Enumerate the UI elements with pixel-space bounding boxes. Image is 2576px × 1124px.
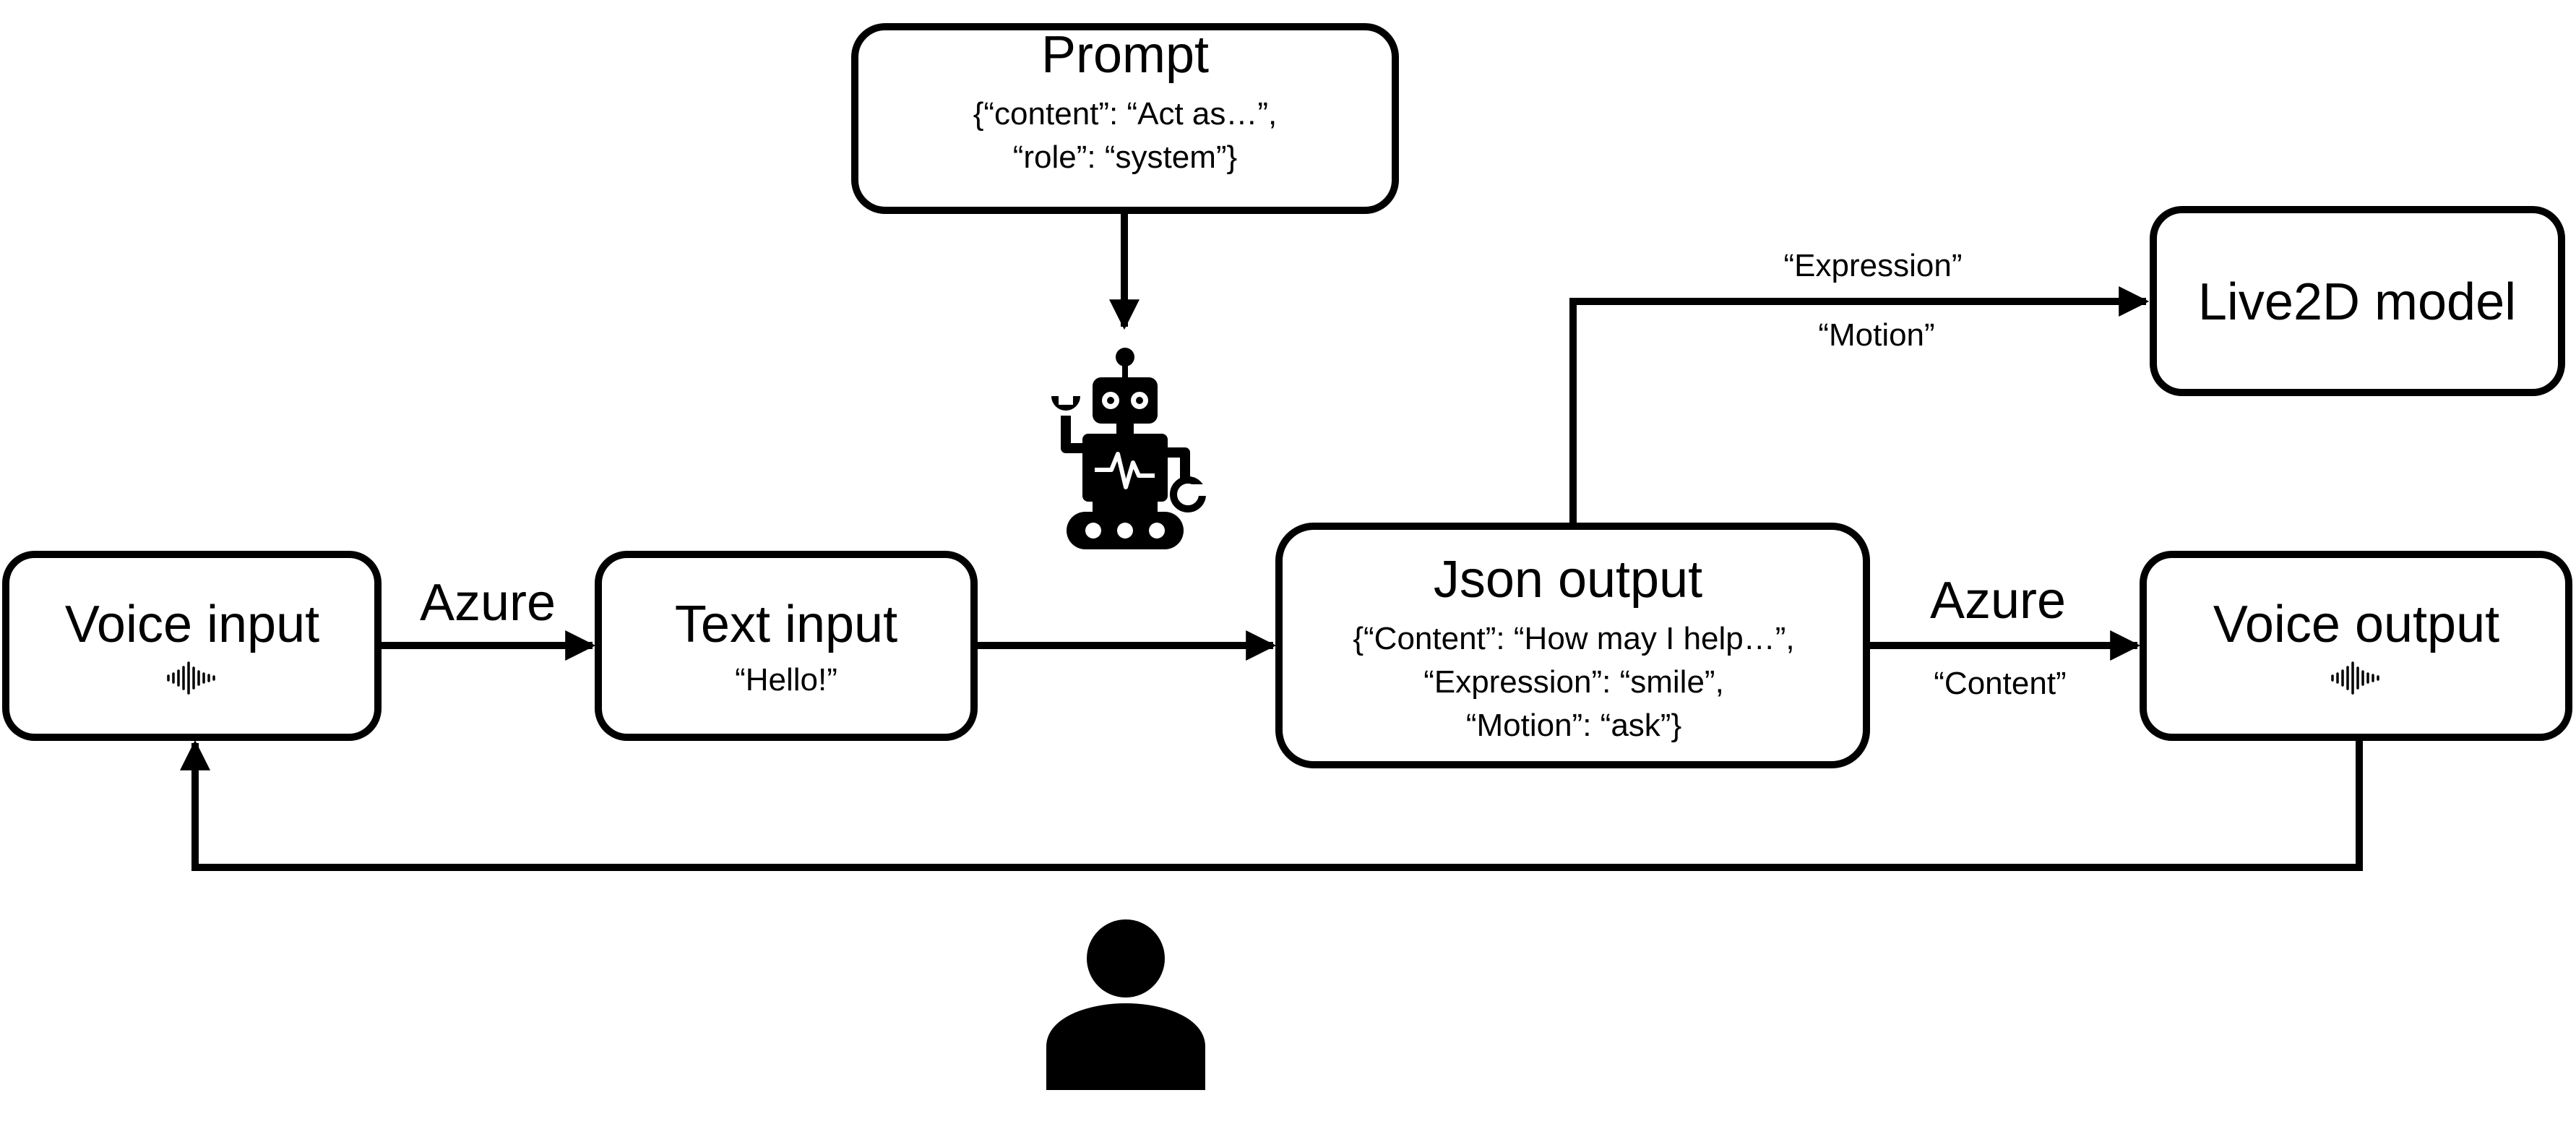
- user-icon: [1046, 919, 1205, 1090]
- json-to-voice-sublabel: “Content”: [1934, 666, 2066, 701]
- json-output-title: Json output: [1434, 551, 1702, 609]
- json-to-live2d-label-top: “Expression”: [1784, 248, 1963, 283]
- connectors: [180, 211, 2363, 871]
- voice-input-title: Voice input: [65, 596, 319, 653]
- json-to-live2d-arrow: [1569, 286, 2150, 526]
- robot-icon: [1051, 348, 1210, 549]
- json-output-line-3: “Motion”: “ask”}: [1466, 708, 1681, 743]
- json-output-line-2: “Expression”: “smile”,: [1423, 664, 1724, 700]
- prompt-node: Prompt {“content”: “Act as…”, “role”: “s…: [851, 23, 1399, 214]
- prompt-line-1: {“content”: “Act as…”,: [973, 96, 1278, 132]
- voice-input-node: Voice input: [2, 551, 382, 741]
- json-output-line-1: {“Content”: “How may I help…”,: [1353, 621, 1794, 656]
- prompt-line-2: “role”: “system”}: [1013, 140, 1237, 175]
- json-to-live2d-label-bottom: “Motion”: [1818, 317, 1934, 353]
- json-to-voice-label: Azure: [1930, 572, 2066, 630]
- text-input-node: Text input “Hello!”: [595, 551, 978, 741]
- voice-output-node: Voice output: [2140, 551, 2572, 741]
- voice-output-title: Voice output: [2213, 596, 2499, 653]
- voice-to-text-label: Azure: [420, 574, 556, 632]
- live2d-title: Live2D model: [2198, 273, 2516, 331]
- prompt-title: Prompt: [1041, 26, 1209, 84]
- feedback-loop-arrow: [180, 737, 2363, 871]
- text-input-line-1: “Hello!”: [735, 662, 837, 698]
- json-output-node: Json output {“Content”: “How may I help……: [1275, 523, 1870, 768]
- live2d-node: Live2D model: [2150, 206, 2565, 396]
- sound-wave-icon: [167, 661, 215, 695]
- sound-wave-icon: [2331, 661, 2379, 695]
- text-input-title: Text input: [675, 596, 897, 653]
